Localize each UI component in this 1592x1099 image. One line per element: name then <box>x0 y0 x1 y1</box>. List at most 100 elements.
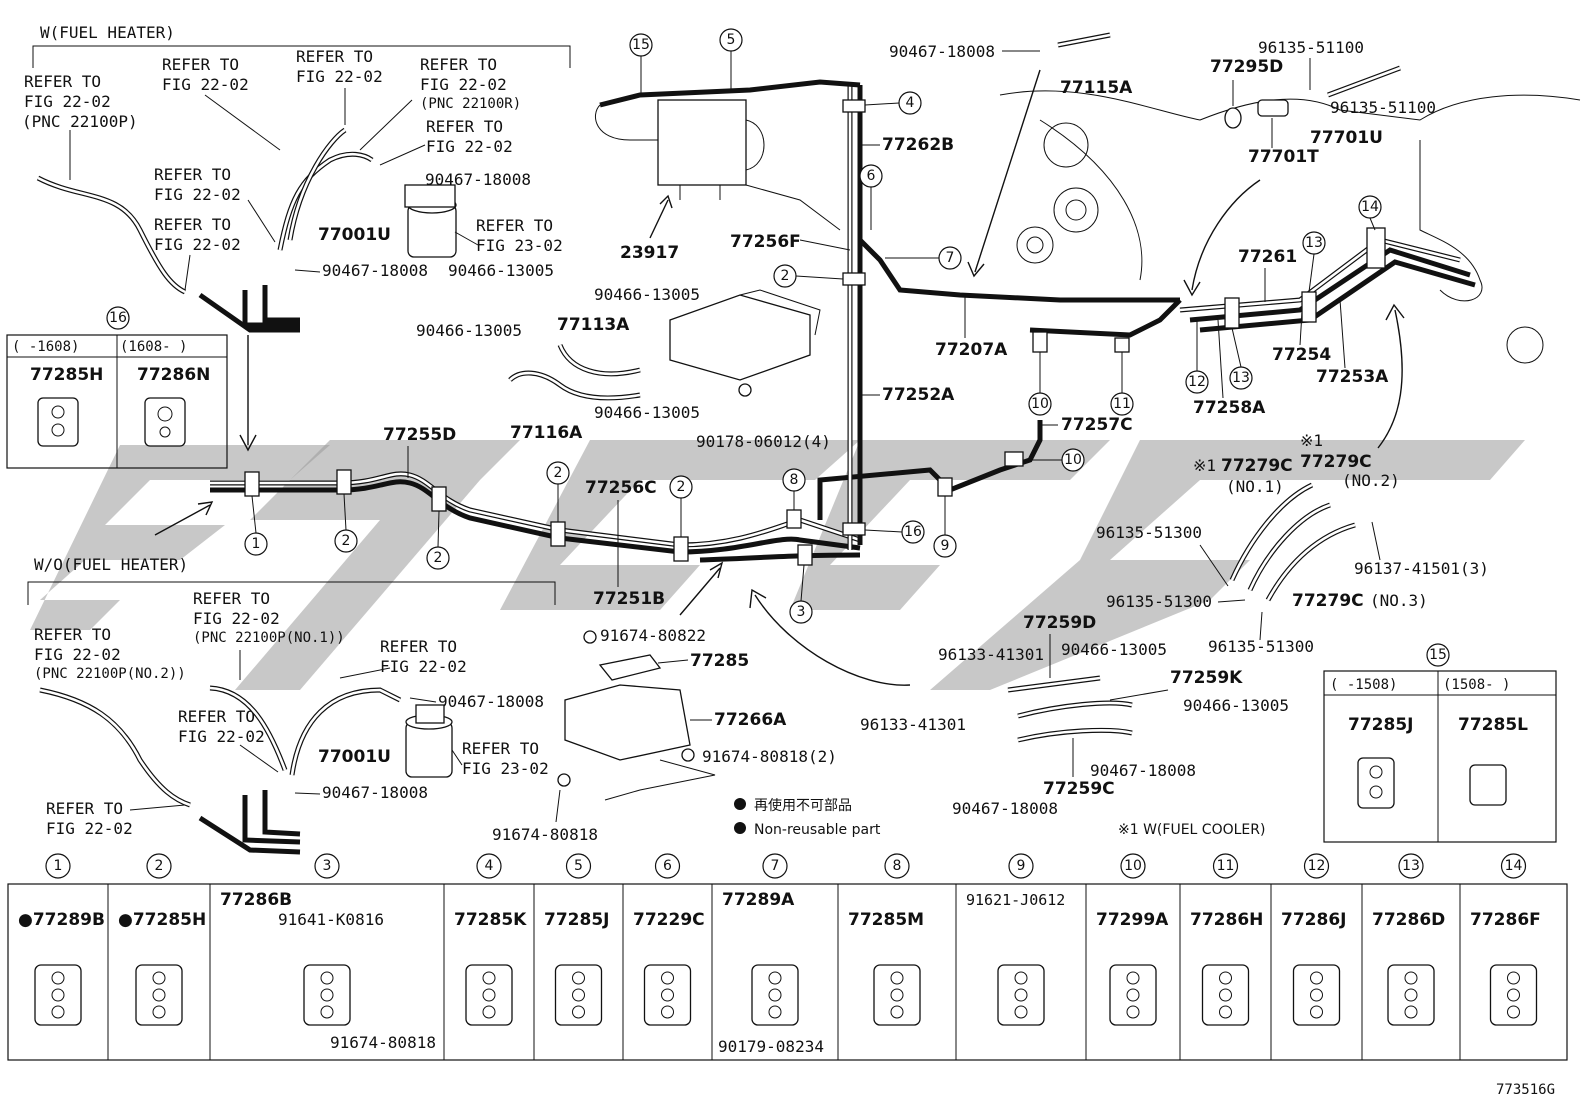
callout-2c: 2 <box>546 461 570 522</box>
svg-text:77258A: 77258A <box>1193 398 1266 418</box>
svg-text:( -1508): ( -1508) <box>1330 677 1397 693</box>
svg-text:(PNC 22100R): (PNC 22100R) <box>420 96 521 112</box>
svg-text:90466-13005: 90466-13005 <box>448 261 554 280</box>
svg-text:13: 13 <box>1232 370 1250 386</box>
svg-text:77295D: 77295D <box>1210 57 1283 77</box>
svg-text:77116A: 77116A <box>510 423 583 443</box>
svg-text:REFER TO: REFER TO <box>162 55 239 74</box>
callout-6: 6 <box>859 164 883 230</box>
svg-text:REFER TO: REFER TO <box>46 799 123 818</box>
clamp-icon <box>1489 964 1538 1026</box>
svg-text:REFER TO: REFER TO <box>34 625 111 644</box>
clamp-box-16: 16 ( -1608) (1608- ) 77285H 77286N <box>6 306 228 469</box>
svg-text:91674-80818: 91674-80818 <box>492 825 598 844</box>
part-77001U-a: 77001U <box>318 225 391 245</box>
svg-text:(1508- ): (1508- ) <box>1443 677 1510 693</box>
svg-text:77001U: 77001U <box>318 747 391 767</box>
svg-text:90467-18008: 90467-18008 <box>438 692 544 711</box>
svg-text:REFER TO: REFER TO <box>193 589 270 608</box>
svg-text:FIG 22-02: FIG 22-02 <box>24 92 111 111</box>
callout-10b: 10 <box>1023 448 1085 472</box>
svg-text:77266A: 77266A <box>714 710 787 730</box>
svg-text:96133-41301: 96133-41301 <box>938 645 1044 664</box>
svg-text:FIG 23-02: FIG 23-02 <box>476 236 563 255</box>
svg-text:(PNC 22100P(NO.2)): (PNC 22100P(NO.2)) <box>34 666 186 682</box>
svg-text:77115A: 77115A <box>1060 78 1133 98</box>
callout-1: 1 <box>244 495 268 556</box>
callout-7: 7 <box>885 246 962 270</box>
clamp-table-num: 13 <box>1402 858 1420 874</box>
svg-text:91674-80818(2): 91674-80818(2) <box>702 747 837 766</box>
svg-text:10: 10 <box>1064 452 1082 468</box>
clamp-icon <box>1387 964 1435 1026</box>
svg-text:2: 2 <box>781 268 790 284</box>
svg-text:77256C: 77256C <box>585 478 657 498</box>
svg-text:90467-18008: 90467-18008 <box>1090 761 1196 780</box>
svg-text:FIG 22-02: FIG 22-02 <box>420 75 507 94</box>
part-90467-a: 90467-18008 <box>425 170 531 189</box>
svg-text:77701U: 77701U <box>1310 128 1383 148</box>
svg-text:11: 11 <box>1113 396 1131 412</box>
svg-text:90466-13005: 90466-13005 <box>594 285 700 304</box>
svg-text:90467-18008: 90467-18008 <box>322 783 428 802</box>
svg-text:90466-13005: 90466-13005 <box>1183 696 1289 715</box>
clamp-table-num: 12 <box>1308 858 1326 874</box>
svg-text:96135-51300: 96135-51300 <box>1096 523 1202 542</box>
svg-text:77251B: 77251B <box>593 589 665 609</box>
clamp-table-num: 5 <box>574 858 583 874</box>
callout-2e: 2 <box>773 264 844 288</box>
fuel-cooler-hoses: ※1 ※1 77279C (NO.1) 77279C (NO.2) 77279C… <box>1096 431 1489 656</box>
svg-text:77285J: 77285J <box>1348 715 1413 735</box>
clamp-table-part: 77229C <box>633 910 705 930</box>
svg-text:REFER TO: REFER TO <box>154 215 231 234</box>
callout-12: 12 <box>1185 320 1209 394</box>
svg-text:(PNC 22100P(NO.1)): (PNC 22100P(NO.1)) <box>193 630 345 646</box>
svg-text:1: 1 <box>252 536 261 552</box>
svg-text:FIG 22-02: FIG 22-02 <box>193 609 280 628</box>
fuel-tank-area: 90467-18008 77115A 77295D 96135-51100 96… <box>889 32 1581 449</box>
svg-text:FIG 22-02: FIG 22-02 <box>154 185 241 204</box>
svg-text:12: 12 <box>1188 374 1206 390</box>
legend-en: Non-reusable part <box>754 822 881 838</box>
clamp-table-part: 77289A <box>722 890 795 910</box>
clamp-icon <box>1201 964 1250 1026</box>
svg-text:90466-13005: 90466-13005 <box>416 321 522 340</box>
callout-13b: 13 <box>1302 231 1326 293</box>
svg-text:15: 15 <box>632 37 650 53</box>
clamp-table-extra: 90179-08234 <box>718 1037 824 1056</box>
svg-text:(NO.2): (NO.2) <box>1342 471 1400 490</box>
svg-text:FIG 22-02: FIG 22-02 <box>46 819 133 838</box>
svg-text:96135-51100: 96135-51100 <box>1330 98 1436 117</box>
part-77286N-box: 77286N <box>137 365 210 385</box>
svg-text:77701T: 77701T <box>1248 147 1319 167</box>
callout-14: 14 <box>1358 195 1382 231</box>
clamp-icon <box>135 964 183 1026</box>
svg-text:77252A: 77252A <box>882 385 955 405</box>
center-labels: 77255D 23917 90466-13005 90466-13005 904… <box>154 99 1133 686</box>
svg-text:77279C: 77279C <box>1292 591 1364 611</box>
clamp-table-extra: 91641-K0816 <box>278 910 384 929</box>
clamp-icon <box>997 964 1045 1026</box>
svg-text:( -1608): ( -1608) <box>12 339 79 355</box>
svg-text:16: 16 <box>904 524 922 540</box>
svg-text:FIG 22-02: FIG 22-02 <box>178 727 265 746</box>
svg-text:REFER TO: REFER TO <box>426 117 503 136</box>
svg-text:REFER TO: REFER TO <box>296 47 373 66</box>
svg-text:REFER TO: REFER TO <box>178 707 255 726</box>
svg-text:7: 7 <box>946 250 955 266</box>
svg-text:REFER TO: REFER TO <box>462 739 539 758</box>
